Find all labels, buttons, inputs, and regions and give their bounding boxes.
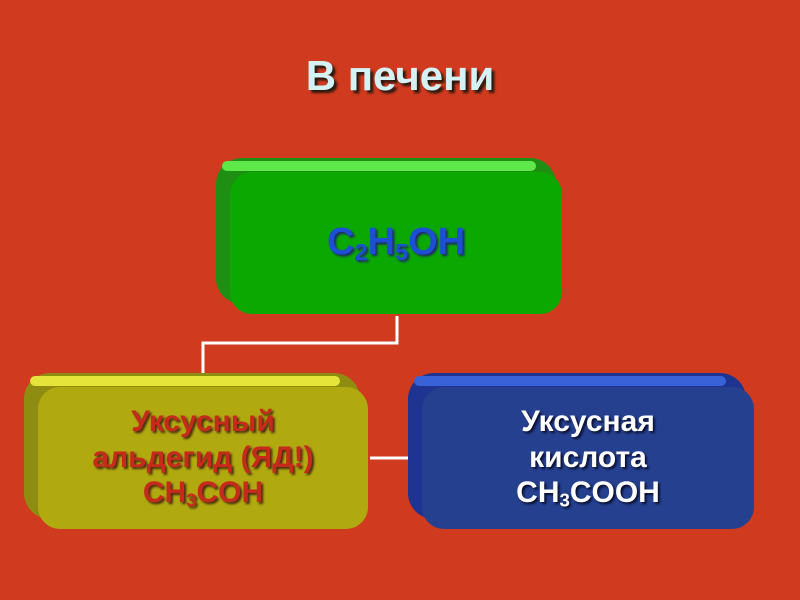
aldehyde-box-face: Уксусный альдегид (ЯД!) CH3COH: [38, 387, 368, 529]
acid-name-line1: Уксусная: [521, 405, 655, 439]
ethanol-formula: C2H5OH: [326, 220, 466, 265]
acid-box: Уксусная кислота CH3COOH: [408, 373, 758, 531]
acid-name-line2: кислота: [529, 440, 647, 474]
ethanol-box-face: C2H5OH: [230, 172, 562, 314]
ethanol-box: C2H5OH: [216, 158, 566, 316]
acid-box-face: Уксусная кислота CH3COOH: [422, 387, 754, 529]
aldehyde-name-line1: Уксусный: [131, 405, 275, 439]
aldehyde-box: Уксусный альдегид (ЯД!) CH3COH: [24, 373, 372, 531]
slide-title: В печени: [305, 52, 495, 99]
aldehyde-name-line2: альдегид (ЯД!): [92, 440, 314, 474]
aldehyde-formula: CH3COH: [142, 476, 264, 511]
acid-formula: CH3COOH: [516, 476, 660, 511]
